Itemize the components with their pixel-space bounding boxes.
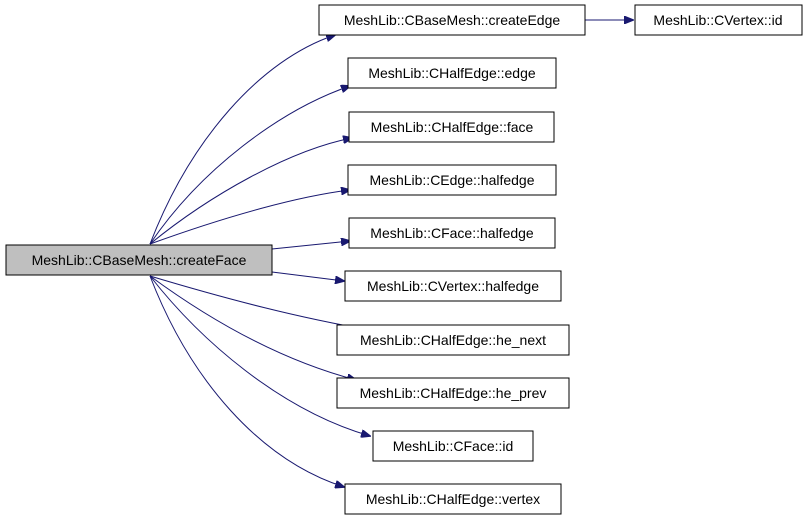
node-face-id-label: MeshLib::CFace::id: [393, 438, 514, 454]
node-he-prev[interactable]: MeshLib::CHalfEdge::he_prev: [336, 377, 570, 409]
node-createedge[interactable]: MeshLib::CBaseMesh::createEdge: [318, 4, 586, 36]
node-vertex-halfedge-label: MeshLib::CVertex::halfedge: [367, 278, 539, 294]
node-halfedge-face[interactable]: MeshLib::CHalfEdge::face: [348, 111, 555, 143]
node-face-halfedge-label: MeshLib::CFace::halfedge: [370, 225, 534, 241]
edge-createface-face-halfedge: [271, 241, 350, 250]
node-halfedge-edge-label: MeshLib::CHalfEdge::edge: [368, 65, 536, 81]
node-halfedge-face-label: MeshLib::CHalfEdge::face: [371, 119, 534, 135]
edge-createface-edge: [149, 86, 350, 245]
node-he-prev-label: MeshLib::CHalfEdge::he_prev: [360, 385, 547, 401]
node-root[interactable]: MeshLib::CBaseMesh::createFace: [5, 244, 273, 276]
node-halfedge-vertex-label: MeshLib::CHalfEdge::vertex: [366, 491, 540, 507]
node-halfedge-edge[interactable]: MeshLib::CHalfEdge::edge: [347, 57, 557, 89]
edge-createface-edge-halfedge: [149, 190, 350, 245]
node-edge-halfedge-label: MeshLib::CEdge::halfedge: [370, 172, 535, 188]
node-vertex-id[interactable]: MeshLib::CVertex::id: [634, 4, 803, 36]
node-createedge-label: MeshLib::CBaseMesh::createEdge: [344, 12, 561, 28]
node-face-halfedge[interactable]: MeshLib::CFace::halfedge: [348, 217, 556, 249]
edge-createface-createedge: [149, 35, 335, 245]
node-root-label: MeshLib::CBaseMesh::createFace: [32, 252, 247, 268]
edge-createface-he-prev: [149, 275, 356, 380]
edge-createface-vertex: [149, 275, 344, 487]
node-vertex-id-label: MeshLib::CVertex::id: [653, 12, 782, 28]
edge-createface-face: [149, 138, 352, 245]
edge-createface-face-id: [149, 275, 370, 436]
node-he-next[interactable]: MeshLib::CHalfEdge::he_next: [336, 324, 570, 356]
edge-createface-he-next: [149, 275, 370, 330]
node-edge-halfedge[interactable]: MeshLib::CEdge::halfedge: [347, 164, 557, 196]
edge-createface-vertex-halfedge: [271, 271, 344, 281]
node-face-id[interactable]: MeshLib::CFace::id: [372, 430, 534, 462]
node-vertex-halfedge[interactable]: MeshLib::CVertex::halfedge: [344, 270, 562, 302]
node-he-next-label: MeshLib::CHalfEdge::he_next: [360, 332, 546, 348]
node-halfedge-vertex[interactable]: MeshLib::CHalfEdge::vertex: [344, 483, 562, 515]
